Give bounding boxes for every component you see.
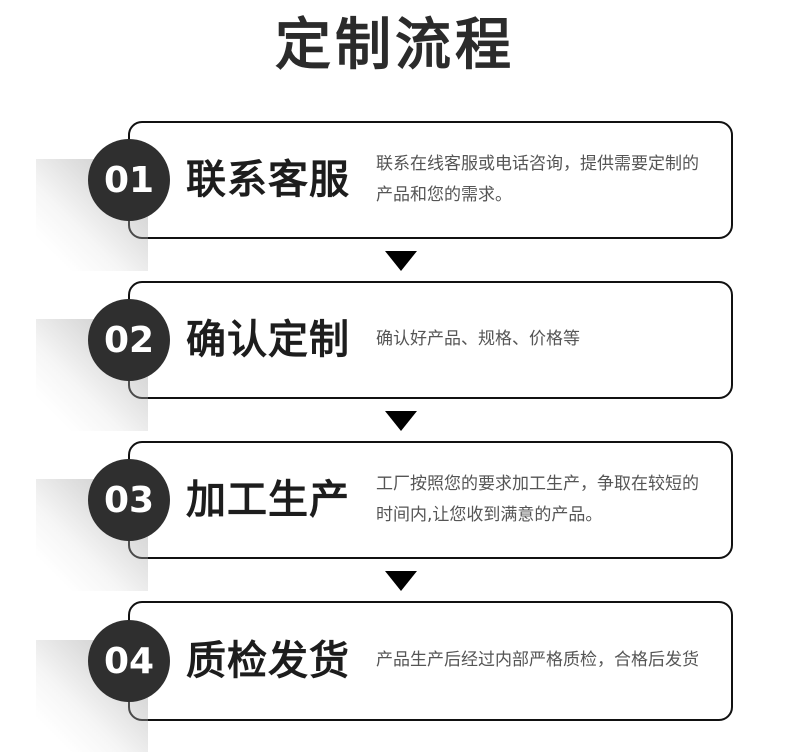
step-description-1: 联系在线客服或电话咨询，提供需要定制的产品和您的需求。 [376,153,699,205]
step-number-1: 01 [88,139,170,221]
step-title-2: 确认定制 [186,317,350,363]
step-title-4: 质检发货 [186,638,350,684]
step-description-2: 确认好产品、规格、价格等 [376,329,580,350]
step-number-4: 04 [88,620,170,702]
arrow-down-icon-1 [385,251,417,271]
step-row-4: 质检发货 产品生产后经过内部严格质检，合格后发货 04 [0,601,790,752]
step-badge-1: 01 [36,139,170,271]
step-title-1: 联系客服 [186,157,350,203]
step-card-1-content: 联系客服 联系在线客服或电话咨询，提供需要定制的产品和您的需求。 [130,123,731,237]
step-card-2[interactable]: 确认定制 确认好产品、规格、价格等 [128,281,733,399]
step-badge-2: 02 [36,299,170,431]
arrow-down-icon-2 [385,411,417,431]
step-badge-3: 03 [36,459,170,591]
step-description-4: 产品生产后经过内部严格质检，合格后发货 [376,650,699,671]
step-card-1[interactable]: 联系客服 联系在线客服或电话咨询，提供需要定制的产品和您的需求。 [128,121,733,239]
arrow-down-icon-3 [385,571,417,591]
step-card-2-content: 确认定制 确认好产品、规格、价格等 [130,283,731,397]
step-description-3: 工厂按照您的要求加工生产，争取在较短的时间内,让您收到满意的产品。 [376,473,699,525]
step-number-3: 03 [88,459,170,541]
step-title-3: 加工生产 [186,477,350,523]
step-card-3[interactable]: 加工生产 工厂按照您的要求加工生产，争取在较短的时间内,让您收到满意的产品。 [128,441,733,559]
step-badge-4: 04 [36,620,170,752]
step-card-3-content: 加工生产 工厂按照您的要求加工生产，争取在较短的时间内,让您收到满意的产品。 [130,443,731,557]
step-row-3: 加工生产 工厂按照您的要求加工生产，争取在较短的时间内,让您收到满意的产品。 0… [0,441,790,601]
step-row-2: 确认定制 确认好产品、规格、价格等 02 [0,281,790,441]
step-card-4[interactable]: 质检发货 产品生产后经过内部严格质检，合格后发货 [128,601,733,721]
step-card-4-content: 质检发货 产品生产后经过内部严格质检，合格后发货 [130,603,731,719]
steps-list: 联系客服 联系在线客服或电话咨询，提供需要定制的产品和您的需求。 01 确认定制… [0,121,790,752]
step-number-2: 02 [88,299,170,381]
step-row-1: 联系客服 联系在线客服或电话咨询，提供需要定制的产品和您的需求。 01 [0,121,790,281]
page-title: 定制流程 [275,13,515,78]
